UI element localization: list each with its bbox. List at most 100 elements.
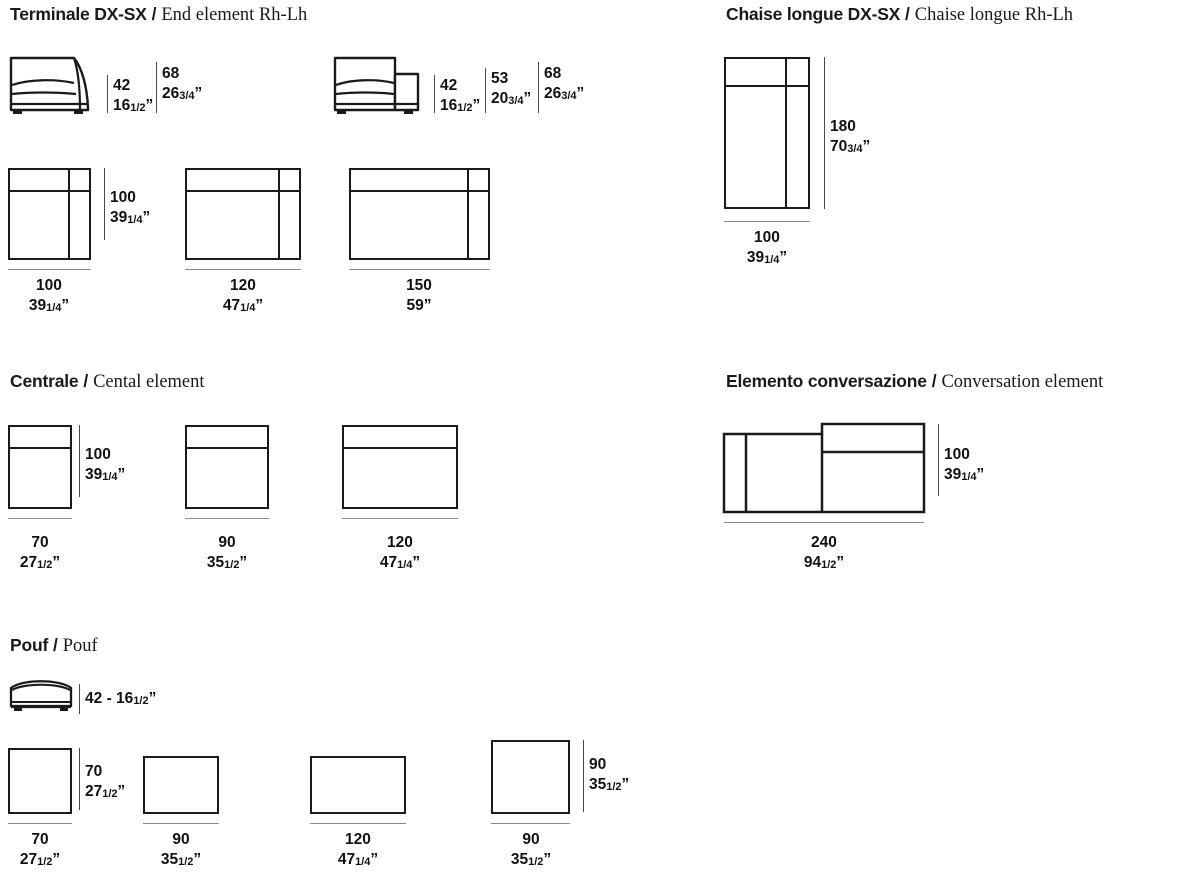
- dim-value-cm: 42: [85, 690, 103, 707]
- dim-line-end-width-100: [8, 269, 91, 270]
- dim-line-central-width-120: [342, 518, 458, 519]
- section-title-chaise-longue: Chaise longue DX-SX / Chaise longue Rh-L…: [726, 4, 1073, 25]
- dim-value-cm: 100: [85, 446, 111, 463]
- dim-value-cm: 100: [754, 229, 780, 246]
- dim-line-end-right-arm-height: [485, 68, 486, 113]
- end-element-elevation-right: [332, 52, 428, 116]
- dim-line-end-right-back-height: [538, 62, 539, 113]
- dim-line-end-width-120: [185, 269, 301, 270]
- dim-line-pouf-width-90-square: [491, 823, 570, 824]
- dim-line-chaise-depth: [824, 57, 825, 209]
- section-title-conversation-element: Elemento conversazione / Conversation el…: [726, 371, 1104, 392]
- dim-value-cm: 120: [387, 534, 413, 551]
- section-title-separator: /: [931, 371, 937, 391]
- dim-line-end-left-back-height: [156, 62, 157, 113]
- backrest-band: [10, 170, 89, 192]
- dim-line-conversation-depth: [938, 424, 939, 496]
- pouf-elevation: [8, 674, 78, 714]
- dim-line-pouf-depth-70: [79, 748, 80, 810]
- dim-central-width-90: 90 351/2”: [207, 533, 247, 573]
- dim-value-cm: 100: [944, 446, 970, 463]
- dim-value-inch: 263/4”: [544, 84, 585, 102]
- dim-line-central-depth: [79, 425, 80, 497]
- dim-end-left-back-height: 68 263/4”: [162, 64, 202, 104]
- section-title-italian: Pouf: [10, 635, 49, 655]
- dim-value-cm: 70: [85, 763, 103, 780]
- dim-value-inch: 391/4”: [944, 465, 985, 483]
- dim-line-end-width-150: [349, 269, 490, 270]
- dim-chaise-depth: 180 703/4”: [830, 117, 870, 157]
- section-title-separator: /: [83, 371, 89, 391]
- dim-value-cm: 70: [31, 534, 49, 551]
- backrest-band: [187, 170, 299, 192]
- dim-line-pouf-height: [79, 684, 80, 714]
- dim-end-width-150: 150 59”: [406, 276, 432, 316]
- dim-value-cm: 90: [522, 831, 540, 848]
- plan-pouf-70: [8, 748, 72, 814]
- dim-value-cm: 42: [440, 77, 458, 94]
- dim-end-right-seat-height: 42 161/2”: [440, 76, 480, 116]
- plan-chaise-longue: [724, 57, 810, 209]
- section-title-english: Pouf: [62, 636, 98, 656]
- plan-central-70: [8, 425, 72, 509]
- dim-line-end-right-seat-height: [434, 75, 435, 113]
- dim-value-cm: 100: [36, 277, 62, 294]
- backrest-band: [351, 170, 488, 192]
- section-title-italian: Elemento conversazione: [726, 371, 927, 391]
- section-title-english: Conversation element: [941, 372, 1104, 392]
- dim-pouf-width-70: 70 271/2”: [20, 830, 60, 870]
- dim-line-end-left-seat-height: [107, 75, 108, 113]
- dim-line-pouf-depth-90: [583, 740, 584, 812]
- dim-value-cm: 90: [589, 756, 607, 773]
- dim-central-width-120: 120 471/4”: [380, 533, 420, 573]
- section-title-english: End element Rh-Lh: [161, 5, 308, 25]
- section-title-central-element: Centrale / Cental element: [10, 371, 205, 392]
- dim-line-end-depth: [104, 168, 105, 240]
- section-title-separator: /: [905, 4, 910, 24]
- dim-line-pouf-width-120: [310, 823, 406, 824]
- dim-end-width-120: 120 471/4”: [223, 276, 263, 316]
- dim-value-cm: 90: [172, 831, 190, 848]
- dim-value-inch: 391/4”: [110, 208, 151, 226]
- dim-chaise-width: 100 391/4”: [747, 228, 787, 268]
- dim-value-inch: 391/4”: [746, 248, 788, 266]
- plan-central-120: [342, 425, 458, 509]
- section-title-end-element: Terminale DX-SX / End element Rh-Lh: [10, 4, 308, 25]
- dim-value-cm: 240: [811, 534, 837, 551]
- dim-pouf-width-120: 120 471/4”: [338, 830, 378, 870]
- dim-value-inch: 161/2”: [113, 96, 154, 114]
- dim-value-inch: 351/2”: [510, 850, 552, 868]
- dim-line-chaise-width: [724, 221, 810, 222]
- dim-value-inch: 471/4”: [222, 296, 264, 314]
- dim-end-depth: 100 391/4”: [110, 188, 150, 228]
- section-title-english: Cental element: [93, 372, 205, 392]
- dim-pouf-width-90: 90 351/2”: [161, 830, 201, 870]
- dim-line-central-width-70: [8, 518, 72, 519]
- dim-value-inch: 941/2”: [803, 553, 845, 571]
- dim-value-inch: 703/4”: [830, 137, 871, 155]
- plan-conversation-element: [722, 422, 926, 514]
- dim-conversation-depth: 100 391/4”: [944, 445, 984, 485]
- dim-value-inch: 271/2”: [19, 850, 61, 868]
- backrest-band: [187, 427, 267, 449]
- dim-line-central-width-90: [185, 518, 269, 519]
- dim-value-cm: 70: [31, 831, 49, 848]
- section-title-italian: Terminale DX-SX: [10, 4, 147, 24]
- dim-value-inch: 161/2”: [116, 690, 157, 707]
- armrest-band: [785, 59, 808, 207]
- backrest-band: [344, 427, 456, 449]
- dim-end-width-100: 100 391/4”: [29, 276, 69, 316]
- dim-end-right-arm-height: 53 203/4”: [491, 69, 531, 109]
- dim-value-cm: 90: [218, 534, 236, 551]
- dim-end-left-seat-height: 42 161/2”: [113, 76, 153, 116]
- dim-value-inch: 391/4”: [85, 465, 126, 483]
- plan-central-90: [185, 425, 269, 509]
- dim-central-depth: 100 391/4”: [85, 445, 125, 485]
- dim-dash: -: [106, 690, 112, 707]
- dim-value-cm: 120: [345, 831, 371, 848]
- backrest-band: [726, 59, 808, 87]
- dim-pouf-depth-70: 70 271/2”: [85, 762, 125, 802]
- dim-value-cm: 150: [406, 277, 432, 294]
- section-title-separator: /: [52, 635, 58, 655]
